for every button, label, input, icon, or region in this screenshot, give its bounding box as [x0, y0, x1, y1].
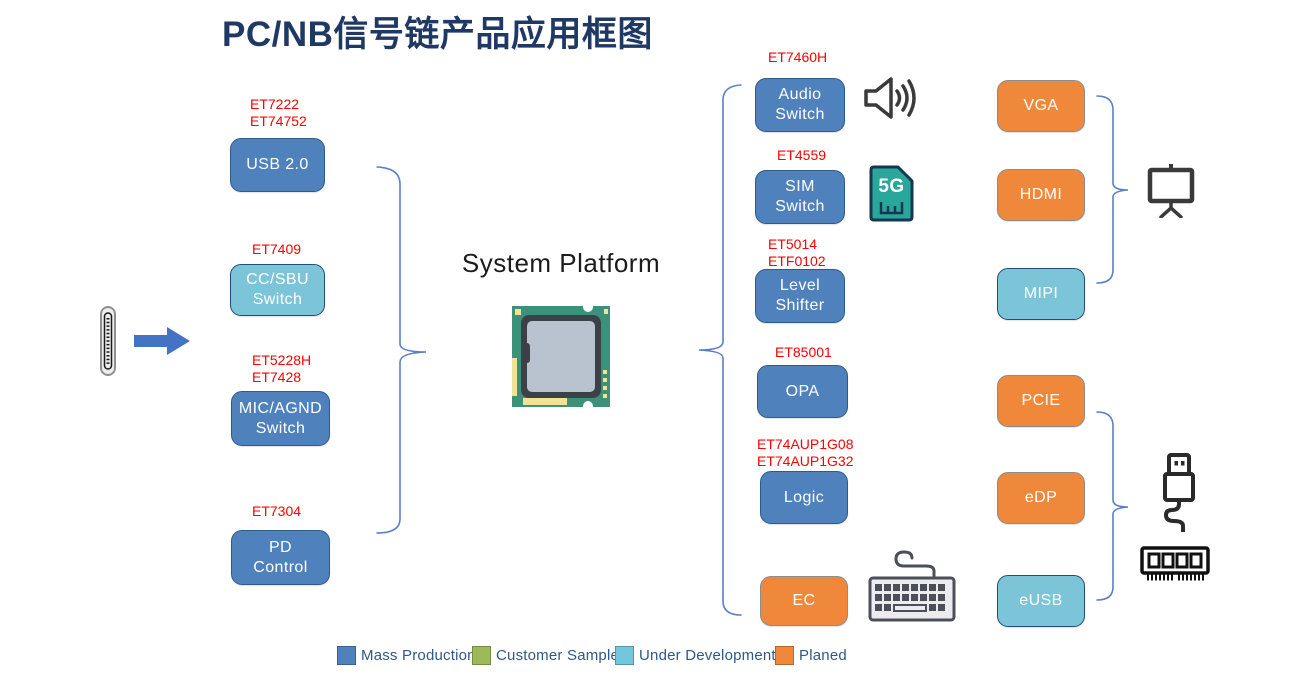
legend-swatch-mass-production [337, 645, 356, 665]
box-opa: OPA [757, 365, 848, 418]
part-numbers: ET7460H [768, 49, 827, 66]
part-numbers: ET5228H ET7428 [252, 352, 311, 386]
box-label: EC [792, 592, 816, 610]
box-label: VGA [1023, 97, 1059, 115]
keyboard-icon [868, 548, 956, 622]
brace-middle-group [698, 84, 742, 616]
box-label: eUSB [1019, 592, 1063, 610]
box-label: PD Control [253, 538, 308, 576]
ram-memory-icon [1140, 543, 1212, 585]
legend-label: Mass Production [361, 646, 476, 664]
legend-item-customer-sample: Customer Sample [472, 645, 619, 665]
usb-c-connector-icon [100, 306, 116, 376]
box-sim-switch: SIM Switch [755, 170, 845, 224]
legend-label: Planed [799, 646, 847, 664]
system-platform-label: System Platform [461, 248, 661, 278]
part-number: ET7428 [252, 369, 302, 385]
part-number: ET5014 [768, 236, 818, 252]
part-numbers: ET85001 [775, 344, 832, 361]
part-numbers: ET7409 [252, 241, 301, 258]
box-label: MIC/AGND Switch [238, 399, 323, 437]
box-label: Level Shifter [775, 277, 825, 314]
legend-label: Under Development [639, 646, 776, 664]
box-label: Logic [783, 488, 825, 506]
box-label: HDMI [1019, 186, 1063, 204]
brace-io-group [1096, 411, 1129, 601]
part-number: ET7304 [252, 503, 302, 519]
legend-swatch-planed [775, 645, 794, 665]
part-number: ET4559 [777, 147, 827, 163]
box-level-shifter: Level Shifter [755, 269, 845, 323]
box-label: CC/SBU Switch [246, 271, 309, 308]
part-number: ET7409 [252, 241, 302, 257]
box-label: USB 2.0 [246, 156, 309, 174]
box-usb-2-0: USB 2.0 [230, 138, 325, 192]
box-label: PCIE [1021, 392, 1061, 410]
part-number: ET74AUP1G32 [757, 453, 854, 469]
5g-label: 5G [878, 176, 905, 197]
legend-swatch-customer-sample [472, 645, 491, 665]
page-title: PC/NB信号链产品应用框图 [222, 15, 653, 54]
box-mipi: MIPI [997, 268, 1085, 320]
legend-item-planed: Planed [775, 645, 847, 665]
box-label: SIM Switch [775, 178, 825, 215]
box-cc-sbu-switch: CC/SBU Switch [230, 264, 325, 316]
part-number: ET7222 [250, 96, 300, 112]
part-numbers: ET74AUP1G08 ET74AUP1G32 [757, 436, 854, 470]
box-vga: VGA [997, 80, 1085, 132]
usb-plug-icon [1158, 452, 1200, 533]
box-pcie: PCIE [997, 375, 1085, 427]
flow-arrow-icon [134, 326, 190, 356]
brace-left-group [376, 166, 427, 534]
box-mic-agnd-switch: MIC/AGND Switch [231, 391, 330, 446]
part-numbers: ET5014 ETF0102 [768, 236, 826, 270]
box-eusb: eUSB [997, 575, 1085, 627]
legend-item-mass-production: Mass Production [337, 645, 476, 665]
legend-label: Customer Sample [496, 646, 620, 664]
box-label: eDP [1024, 489, 1058, 507]
5g-sim-card-icon: 5G [868, 163, 915, 223]
part-number: ET5228H [252, 352, 312, 368]
legend-swatch-under-development [615, 645, 634, 665]
part-numbers: ET7304 [252, 503, 301, 520]
speaker-icon [863, 76, 921, 120]
part-numbers: ET4559 [777, 147, 826, 164]
legend-item-under-development: Under Development [615, 645, 776, 665]
cpu-chip-icon [512, 302, 610, 411]
box-label: MIPI [1023, 285, 1059, 303]
box-logic: Logic [760, 471, 848, 524]
box-hdmi: HDMI [997, 169, 1085, 221]
part-number: ET74AUP1G08 [757, 436, 854, 452]
projection-screen-icon [1143, 163, 1199, 219]
box-audio-switch: Audio Switch [755, 78, 845, 132]
part-numbers: ET7222 ET74752 [250, 96, 307, 130]
part-number: ETF0102 [768, 253, 826, 269]
brace-display-group [1096, 95, 1129, 284]
box-ec: EC [760, 576, 848, 626]
box-edp: eDP [997, 472, 1085, 524]
box-label: OPA [785, 382, 820, 400]
part-number: ET7460H [768, 49, 828, 65]
part-number: ET74752 [250, 113, 307, 129]
box-label: Audio Switch [775, 86, 825, 123]
part-number: ET85001 [775, 344, 832, 360]
box-pd-control: PD Control [231, 530, 330, 585]
